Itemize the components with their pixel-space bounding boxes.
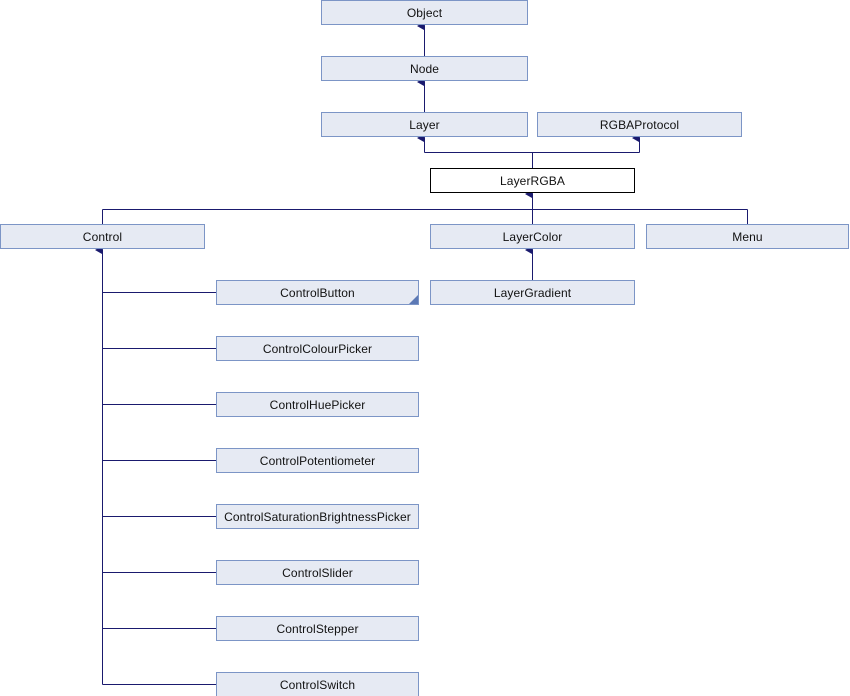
class-node-controlhuepicker[interactable]: ControlHuePicker (216, 392, 419, 417)
class-node-layergradient[interactable]: LayerGradient (430, 280, 635, 305)
class-node-label: LayerRGBA (500, 173, 565, 188)
class-node-label: ControlSlider (282, 565, 353, 580)
class-node-controlpotentiometer[interactable]: ControlPotentiometer (216, 448, 419, 473)
class-node-layercolor[interactable]: LayerColor (430, 224, 635, 249)
class-node-node[interactable]: Node (321, 56, 528, 81)
class-node-controlswitch[interactable]: ControlSwitch (216, 672, 419, 696)
class-node-label: ControlStepper (276, 621, 359, 636)
class-node-label: ControlButton (280, 285, 355, 300)
class-node-label: ControlColourPicker (262, 341, 373, 356)
class-node-menu[interactable]: Menu (646, 224, 849, 249)
class-node-label: Control (82, 229, 123, 244)
class-node-controlslider[interactable]: ControlSlider (216, 560, 419, 585)
class-node-control[interactable]: Control (0, 224, 205, 249)
class-node-label: LayerColor (502, 229, 563, 244)
class-node-layerrgba[interactable]: LayerRGBA (430, 168, 635, 193)
class-node-label: Layer (409, 117, 440, 132)
class-node-label: Node (409, 61, 440, 76)
class-node-label: ControlPotentiometer (259, 453, 376, 468)
class-node-label: ControlSwitch (279, 677, 356, 692)
class-node-label: RGBAProtocol (599, 117, 680, 132)
class-node-controlsaturationbrightnesspicker[interactable]: ControlSaturationBrightnessPicker (216, 504, 419, 529)
class-node-layer[interactable]: Layer (321, 112, 528, 137)
class-node-rgbaprotocol[interactable]: RGBAProtocol (537, 112, 742, 137)
class-node-controlcolourpicker[interactable]: ControlColourPicker (216, 336, 419, 361)
class-node-controlbutton[interactable]: ControlButton (216, 280, 419, 305)
class-node-object[interactable]: Object (321, 0, 528, 25)
class-node-label: Object (406, 5, 443, 20)
class-node-label: Menu (732, 229, 763, 244)
class-node-controlstepper[interactable]: ControlStepper (216, 616, 419, 641)
class-node-label: ControlSaturationBrightnessPicker (224, 509, 411, 524)
class-node-label: ControlHuePicker (269, 397, 366, 412)
class-node-label: LayerGradient (493, 285, 572, 300)
